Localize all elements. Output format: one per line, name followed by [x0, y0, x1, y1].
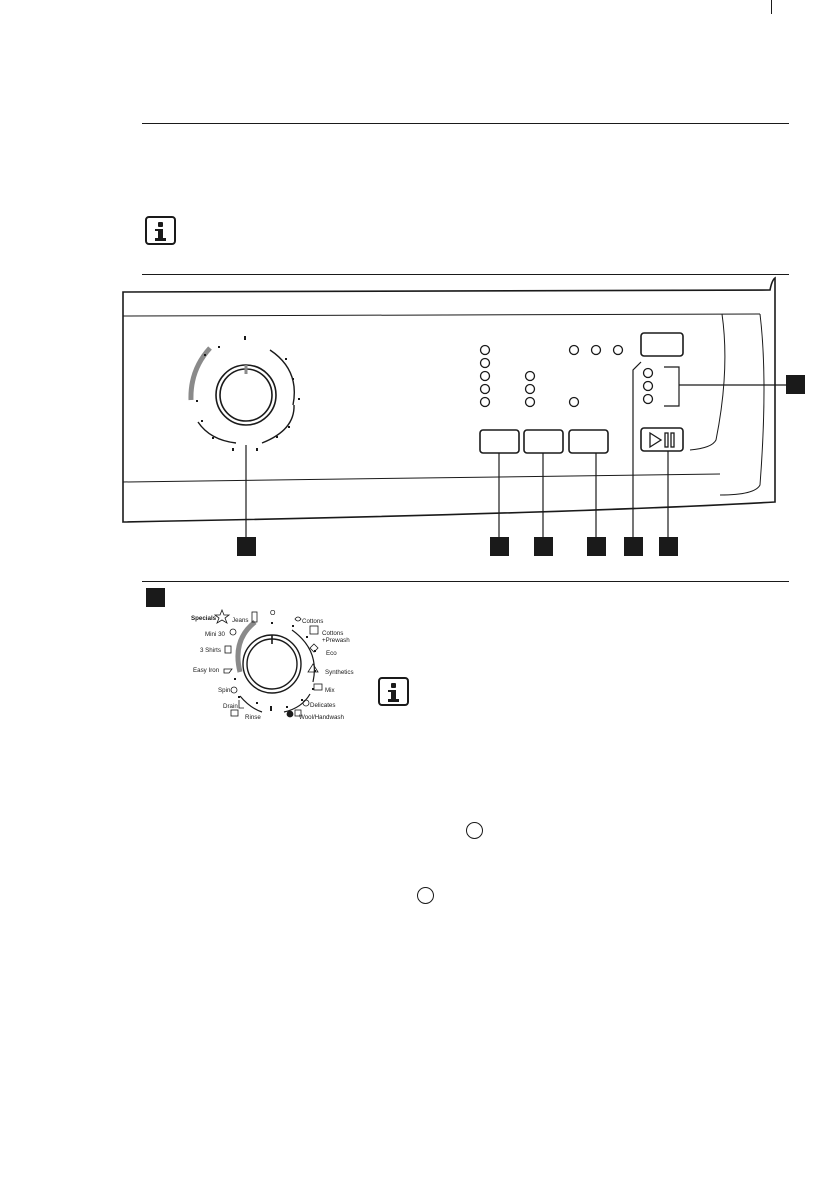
label-wool-handwash: Wool/Handwash [299, 714, 344, 721]
circle-symbol [466, 822, 483, 839]
callout-box [587, 537, 606, 556]
label-cottons-prewash-1: Cottons [322, 630, 344, 637]
label-cottons-prewash-2: +Prewash [322, 637, 350, 644]
option-button-1 [479, 429, 520, 454]
callout-box [534, 537, 553, 556]
label-jeans: Jeans [232, 617, 249, 624]
label-delicates: Delicates [310, 702, 336, 709]
section-b-marker [146, 588, 165, 607]
programme-icons [213, 608, 323, 718]
delay-start-button [640, 332, 684, 357]
label-easy-iron: Easy Iron [193, 667, 220, 674]
section-a-top-rule [142, 123, 789, 124]
label-rinse: Rinse [245, 714, 261, 721]
play-pause-icon [649, 431, 675, 449]
section-a-bottom-rule [142, 274, 789, 275]
callout-box [659, 537, 678, 556]
start-pause-button [640, 427, 684, 452]
option-button-3 [568, 429, 609, 454]
callout-box [624, 537, 643, 556]
option-button-2 [523, 429, 564, 454]
label-mix: Mix [325, 687, 335, 694]
label-synthetics: Synthetics [325, 669, 354, 676]
label-specials: Specials [191, 615, 217, 622]
label-3-shirts: 3 Shirts [200, 647, 221, 654]
label-off: O [270, 610, 276, 617]
callout-box [237, 537, 256, 556]
callout-box [786, 375, 805, 394]
indicator-leds [479, 344, 654, 408]
programme-dial-detail [234, 620, 316, 713]
programme-dial [188, 336, 300, 451]
label-eco: Eco [326, 650, 337, 657]
label-mini30: Mini 30 [205, 631, 225, 638]
section-b-top-rule [142, 581, 789, 582]
info-icon [145, 216, 176, 245]
label-cottons: Cottons [302, 618, 324, 625]
label-drain: Drain [223, 703, 238, 710]
callout-box [490, 537, 509, 556]
info-icon [378, 677, 409, 706]
label-spin: Spin [218, 687, 231, 694]
circle-symbol [417, 887, 434, 904]
crop-mark [771, 0, 772, 14]
control-panel-drawing [122, 276, 786, 542]
